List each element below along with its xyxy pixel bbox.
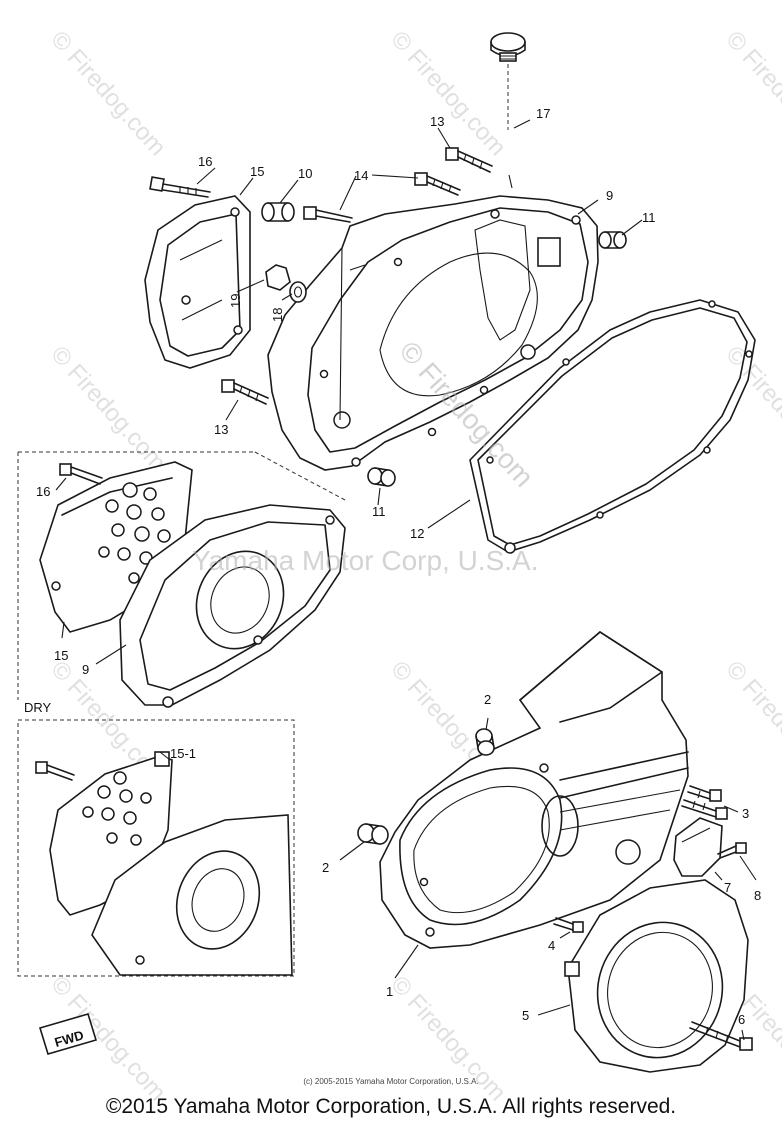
- label-15a: 15: [250, 164, 264, 179]
- label-2a: 2: [484, 692, 491, 707]
- footer-copyright: ©2015 Yamaha Motor Corporation, U.S.A. A…: [105, 1095, 677, 1118]
- bolt-16-alt: [59, 463, 103, 485]
- bolt-dry: [35, 761, 75, 781]
- leader-lines: [55, 119, 757, 1041]
- label-11a: 11: [642, 210, 656, 225]
- crankcase-cover-9-alt: [119, 504, 346, 708]
- crankcase-cover-dry: [91, 814, 293, 976]
- label-13a: 13: [430, 114, 444, 129]
- label-11b: 11: [372, 504, 386, 519]
- label-12: 12: [410, 526, 424, 541]
- crankcase-cover-9: [267, 195, 599, 471]
- watermark-tr: © Firedog.com: [721, 26, 782, 161]
- cover-15: [144, 195, 251, 369]
- alt-box-dashed: [17, 451, 346, 700]
- label-5: 5: [522, 1008, 529, 1023]
- label-13b: 13: [214, 422, 228, 437]
- label-14: 14: [354, 168, 368, 183]
- label-4: 4: [548, 938, 555, 953]
- label-17: 17: [536, 106, 550, 121]
- collar-10: [261, 202, 295, 222]
- watermark-ml: © Firedog.com: [46, 341, 172, 476]
- cover-5: [564, 879, 749, 1073]
- small-copyright: (c) 2005-2015 Yamaha Motor Corporation, …: [303, 1077, 479, 1086]
- part-labels: 16 15 10 14 13 17 9 11 19 18 13 11 12 16…: [36, 106, 761, 1027]
- bolt-6: [689, 1021, 753, 1051]
- dowel-2: [357, 728, 495, 845]
- label-18: 18: [270, 308, 285, 322]
- crankcase-cover-1: [379, 631, 689, 949]
- bolt-3: [681, 785, 728, 820]
- label-7: 7: [724, 880, 731, 895]
- dowel-11: [367, 231, 627, 487]
- oil-filler-cap-17: [490, 32, 526, 189]
- label-15b: 15: [54, 648, 68, 663]
- screw-8: [717, 842, 747, 859]
- label-1: 1: [386, 984, 393, 999]
- bolt-16: [149, 176, 211, 198]
- fwd-arrow-icon: FWD: [38, 1013, 98, 1055]
- label-19: 19: [228, 294, 243, 308]
- label-9b: 9: [82, 662, 89, 677]
- label-2b: 2: [322, 860, 329, 875]
- label-16a: 16: [198, 154, 212, 169]
- label-9a: 9: [606, 188, 613, 203]
- watermark-br: © Firedog.com: [721, 656, 782, 791]
- label-10: 10: [298, 166, 312, 181]
- bolt-14: [303, 172, 461, 223]
- watermark-tl: © Firedog.com: [46, 26, 172, 161]
- watermark-company: Yamaha Motor Corp, U.S.A.: [192, 545, 539, 576]
- label-15-1: 15-1: [170, 746, 196, 761]
- label-3: 3: [742, 806, 749, 821]
- label-8: 8: [754, 888, 761, 903]
- plug-19-washer-18: [265, 264, 307, 303]
- label-6: 6: [738, 1012, 745, 1027]
- bolt-13-left: [221, 379, 269, 405]
- bolt-13-top: [445, 147, 493, 173]
- label-16b: 16: [36, 484, 50, 499]
- cap-7: [673, 817, 723, 877]
- screw-4: [553, 917, 584, 933]
- gasket-12: [469, 299, 756, 554]
- dry-label: DRY: [24, 700, 52, 715]
